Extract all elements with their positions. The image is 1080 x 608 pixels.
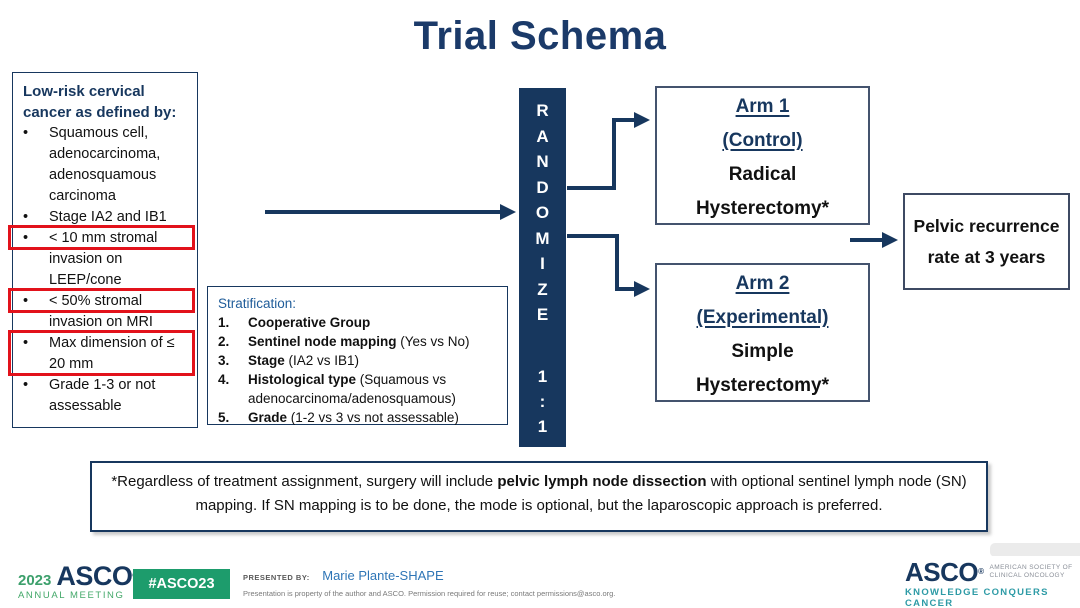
eligibility-item: • Grade 1-3 or not assessable [23, 375, 191, 417]
arm1-treatment-line1: Radical [728, 164, 797, 185]
eligibility-criteria-box: Low-risk cervical cancer as defined by: … [8, 72, 198, 428]
asco-logo: ASCO® AMERICAN SOCIETY OF CLINICAL ONCOL… [905, 559, 1080, 608]
arm2-subtitle: (Experimental) [696, 307, 829, 328]
stratification-item: 1. Cooperative Group [218, 315, 371, 330]
arrow-randomize-to-arm2 [567, 234, 650, 297]
stratification-item: 4. Histological type (Squamous vs adenoc… [218, 372, 456, 406]
arm2-experimental-box: Arm 2 (Experimental) Simple Hysterectomy… [655, 263, 870, 402]
footnote-box: *Regardless of treatment assignment, sur… [90, 461, 988, 532]
bullet-icon: • [23, 230, 29, 246]
bullet-icon: • [23, 335, 29, 351]
asco-tagline: KNOWLEDGE CONQUERS CANCER [905, 587, 1049, 608]
primary-outcome-box: Pelvic recurrence rate at 3 years [903, 193, 1070, 290]
stratification-box: Stratification: 1. Cooperative Group 2. … [207, 286, 508, 425]
eligibility-item: • Max dimension of ≤ 20 mm [23, 333, 191, 375]
bullet-icon: • [23, 209, 29, 225]
watermark [990, 543, 1080, 557]
bullet-icon: • [23, 377, 29, 393]
stratification-item: 2. Sentinel node mapping (Yes vs No) [218, 334, 470, 349]
hashtag-badge: #ASCO23 [133, 569, 230, 599]
stratification-item: 5. Grade (1-2 vs 3 vs not assessable) [218, 410, 459, 425]
bullet-icon: • [23, 293, 29, 309]
arm1-control-box: Arm 1 (Control) Radical Hysterectomy* [655, 86, 870, 225]
page-title: Trial Schema [413, 14, 667, 58]
permission-text: Presentation is property of the author a… [243, 589, 616, 598]
arm2-treatment-line2: Hysterectomy* [695, 375, 830, 396]
eligibility-item: • Squamous cell, adenocarcinoma, adenosq… [23, 123, 191, 207]
arm2-treatment-line1: Simple [731, 341, 794, 362]
asco-annual-meeting-logo: 2023 ASCO® ANNUAL MEETING [18, 561, 138, 602]
arm2-title: Arm 2 [735, 273, 790, 294]
stratification-header: Stratification: [218, 296, 297, 311]
arm1-treatment-line2: Hysterectomy* [695, 198, 830, 219]
bullet-icon: • [23, 125, 29, 141]
eligibility-header: Low-risk cervical cancer as defined by: [23, 83, 177, 121]
eligibility-item: • Stage IA2 and IB1 [23, 207, 191, 228]
stratification-item: 3. Stage (IA2 vs IB1) [218, 353, 360, 368]
presented-by: PRESENTED BY: Marie Plante-SHAPE [243, 568, 444, 583]
arm1-subtitle: (Control) [722, 130, 803, 151]
randomize-box: R A N D O M I Z E 1 : 1 [519, 88, 566, 447]
presenter-name: Marie Plante-SHAPE [322, 568, 444, 583]
arrow-randomize-to-arm1 [567, 112, 650, 190]
footer: 2023 ASCO® ANNUAL MEETING #ASCO23 PRESEN… [0, 556, 1080, 608]
eligibility-item: • < 10 mm stromal invasion on LEEP/cone [23, 228, 191, 291]
eligibility-item: • < 50% stromal invasion on MRI [23, 291, 191, 333]
arm1-title: Arm 1 [735, 96, 790, 117]
